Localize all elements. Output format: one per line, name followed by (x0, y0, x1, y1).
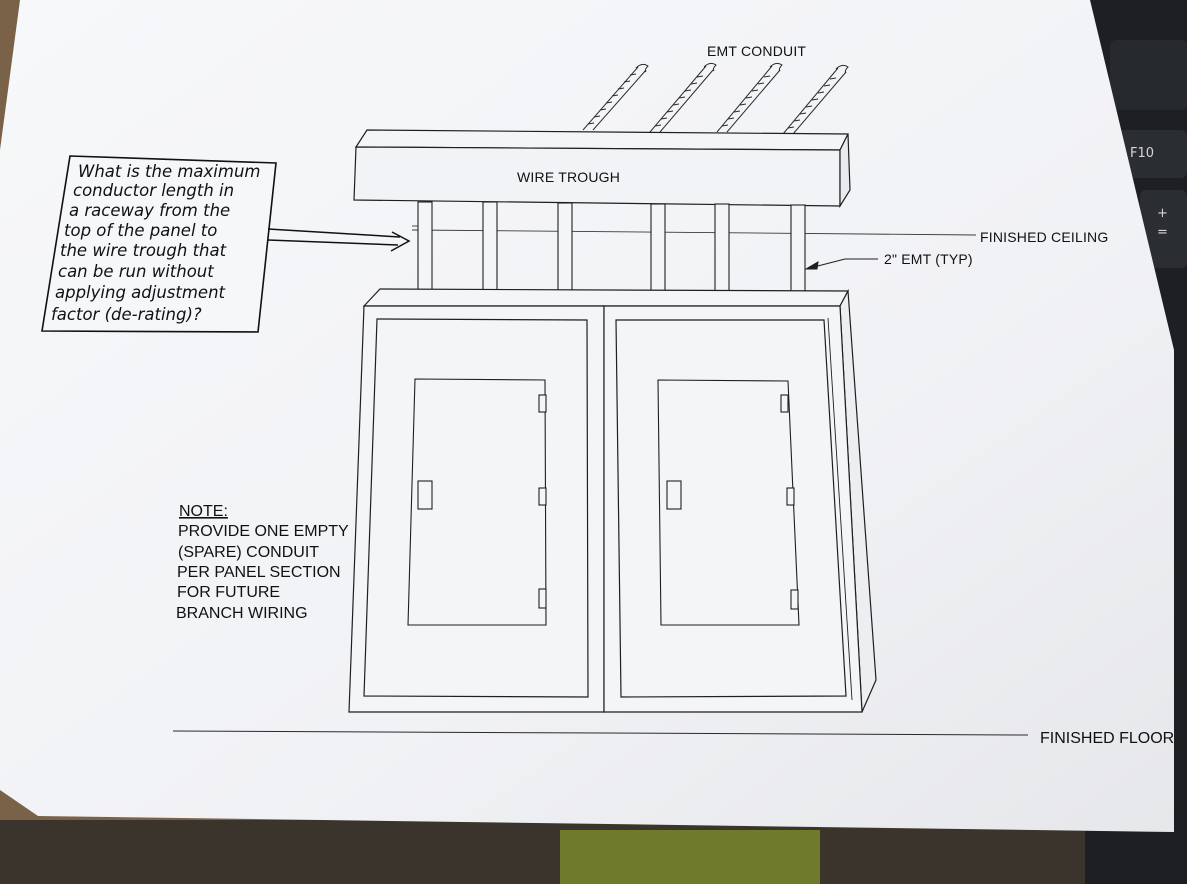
chair-fabric (560, 830, 820, 884)
door-hinge-right-mid (786, 487, 795, 506)
question-line-3: a raceway from the (69, 201, 230, 220)
question-arrow (267, 228, 411, 252)
wire-trough-label: WIRE TROUGH (517, 169, 620, 185)
emt-conduit-3 (716, 62, 783, 133)
question-line-2: conductor length in (73, 181, 234, 200)
note-line-3: PER PANEL SECTION (177, 564, 341, 581)
emt-conduit-2 (649, 62, 717, 133)
raceway-nipple-1 (417, 201, 433, 304)
question-line-7: applying adjustment (55, 283, 226, 302)
door-latch-left (417, 480, 433, 510)
question-line-6: can be run without (58, 262, 214, 281)
question-line-8: factor (de-rating)? (51, 305, 202, 324)
note-line-4: FOR FUTURE (177, 584, 280, 601)
emt-conduit-1 (582, 63, 649, 131)
question-line-4: top of the panel to (64, 221, 217, 240)
finished-floor-line (172, 730, 1029, 736)
raceway-nipple-3 (557, 202, 573, 305)
door-hinge-left-bottom (538, 588, 547, 609)
raceway-nipple-2 (482, 201, 498, 304)
question-line-5: the wire trough that (60, 241, 227, 260)
finished-ceiling-label: FINISHED CEILING (980, 229, 1108, 245)
door-hinge-left-mid (538, 487, 547, 506)
emt-conduit-4 (782, 64, 849, 135)
note-heading: NOTE: (179, 503, 228, 520)
question-line-1: What is the maximum (78, 162, 260, 181)
door-latch-right (666, 480, 682, 510)
question-box (41, 155, 277, 333)
finished-floor-label: FINISHED FLOOR (1040, 730, 1174, 747)
wire-trough (353, 129, 851, 209)
note-line-5: BRANCH WIRING (176, 605, 308, 622)
emt-size-label: 2" EMT (TYP) (884, 251, 973, 267)
panel-door-right (657, 379, 800, 626)
note-line-1: PROVIDE ONE EMPTY (178, 523, 349, 540)
emt-conduits (582, 62, 849, 135)
door-hinge-right-top (780, 394, 789, 413)
emt-conduit-label: EMT CONDUIT (707, 43, 806, 59)
keyboard-key-f10: F10 (1130, 146, 1154, 161)
question-text: What is the maximum conductor length in … (51, 162, 260, 324)
door-hinge-left-top (538, 394, 547, 413)
door-hinge-right-bottom (790, 589, 799, 610)
emt-size-leader (804, 258, 878, 270)
keyboard-key-plus: + (1157, 206, 1168, 221)
note-line-2: (SPARE) CONDUIT (178, 544, 319, 561)
keyboard-key-equals: = (1157, 225, 1168, 240)
note-block: NOTE: PROVIDE ONE EMPTY (SPARE) CONDUIT … (176, 503, 349, 622)
panel-door-left (407, 378, 547, 626)
